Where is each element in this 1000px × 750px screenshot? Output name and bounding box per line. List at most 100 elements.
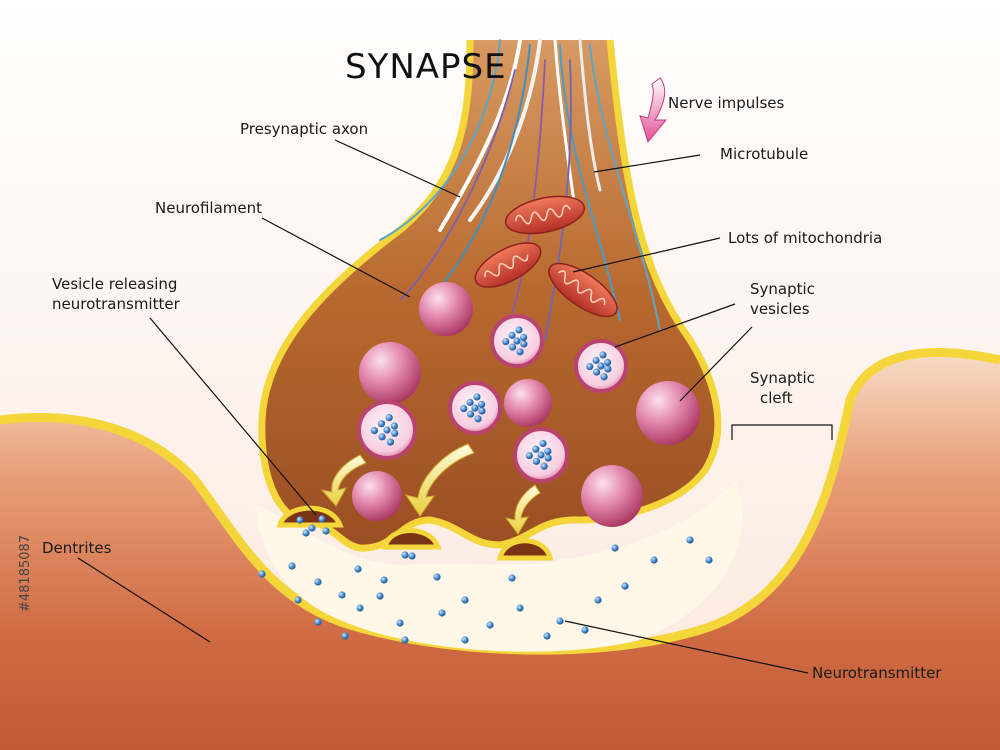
neurotransmitter-molecule [308, 524, 316, 532]
neurotransmitter-molecule [705, 556, 713, 564]
neurotransmitter-molecule [502, 337, 510, 346]
label-vesicle-releasing-line1: Vesicle releasing [52, 275, 177, 293]
cleft-neurotransmitters [258, 515, 713, 644]
neurotransmitter-molecule [391, 429, 399, 437]
neurotransmitter-molecule [477, 400, 486, 409]
neurotransmitter-molecule [318, 515, 326, 523]
label-dentrites: Dentrites [42, 539, 112, 557]
neurotransmitter-molecule [390, 422, 398, 430]
label-nerve-impulses: Nerve impulses [668, 94, 785, 112]
neurotransmitter-molecule [520, 340, 528, 348]
neurotransmitter-molecule [377, 420, 386, 428]
neurotransmitter-molecule [599, 351, 607, 359]
neurotransmitter-molecule [461, 596, 469, 604]
label-mitochondria: Lots of mitochondria [728, 229, 882, 247]
neurotransmitter-molecule [338, 591, 346, 599]
neurotransmitter-molecule [354, 565, 362, 573]
label-synaptic-cleft-line2: cleft [760, 389, 793, 407]
neurotransmitter-molecule [532, 457, 541, 465]
neurotransmitter-molecule [515, 326, 523, 334]
neurotransmitter-molecule [433, 573, 441, 581]
neurotransmitter-molecule [376, 592, 384, 600]
neurotransmitter-molecule [341, 632, 349, 640]
vesicle-with-neurotransmitter [448, 381, 502, 435]
label-neurofilament: Neurofilament [155, 199, 262, 217]
neurotransmitter-molecule [474, 415, 482, 423]
neurotransmitter-molecule [294, 596, 302, 604]
neurotransmitter-molecule [593, 368, 601, 376]
neurotransmitter-filled-vesicles [357, 314, 628, 483]
vesicle-with-neurotransmitter [513, 427, 569, 483]
neurotransmitter-molecule [513, 337, 521, 345]
solid-vesicles [352, 282, 700, 527]
vesicle [419, 282, 473, 336]
down-arrow-icon [639, 77, 668, 144]
neurotransmitter-molecule [486, 621, 494, 629]
neurotransmitter-molecule [603, 358, 612, 367]
neurotransmitter-molecule [544, 447, 552, 455]
vesicle-with-neurotransmitter [357, 400, 417, 460]
diagram-title: SYNAPSE [345, 47, 507, 87]
neurotransmitter-molecule [519, 333, 528, 342]
vesicle-with-neurotransmitter [574, 339, 628, 393]
curved-arrow-icon [404, 443, 475, 517]
axon-membrane [258, 39, 722, 552]
postsynaptic-dendrite [0, 352, 1000, 750]
neurotransmitter-molecule [438, 609, 446, 617]
neurotransmitter-molecule [592, 356, 600, 364]
neurotransmitter-molecule [370, 427, 379, 435]
neurotransmitter-molecule [385, 413, 393, 422]
neurotransmitter-molecule [383, 426, 391, 434]
neurotransmitter-molecule [356, 604, 364, 612]
neurotransmitter-molecule [322, 527, 330, 535]
neurotransmitter-molecule [288, 562, 296, 570]
neurotransmitter-molecule [296, 516, 304, 524]
vesicle [504, 379, 552, 427]
neurotransmitter-molecule [473, 393, 481, 401]
neurotransmitter-molecule [543, 632, 551, 640]
neurotransmitter-molecule [581, 626, 589, 634]
neurotransmitter-molecule [539, 439, 547, 448]
neurotransmitter-molecule [686, 536, 694, 544]
neurotransmitter-molecule [508, 331, 516, 339]
neurotransmitter-molecule [380, 576, 388, 584]
neurotransmitter-molecule [378, 433, 386, 441]
neurotransmitter-molecule [467, 410, 475, 418]
neurotransmitter-molecule [604, 365, 612, 373]
vesicle [581, 465, 643, 527]
neurotransmitter-molecule [586, 362, 594, 371]
stock-id: #48185087 [18, 535, 33, 612]
curved-arrow-icon [504, 484, 541, 535]
vesicle-with-neurotransmitter [490, 314, 544, 368]
neurotransmitter-molecule [556, 617, 564, 625]
neurotransmitter-molecule [650, 556, 658, 564]
mitochondria [474, 195, 618, 318]
vesicle [359, 342, 421, 404]
synaptic-cleft-space [255, 480, 743, 652]
neurotransmitter-molecule [509, 343, 517, 351]
release-arrows [320, 443, 541, 535]
neurotransmitter-molecule [408, 552, 416, 560]
neurotransmitter-molecule [314, 578, 322, 586]
neurotransmitter-molecule [516, 348, 524, 356]
neurotransmitter-molecule [516, 604, 524, 612]
neurotransmitter-molecule [396, 619, 404, 627]
neurotransmitter-molecule [401, 636, 409, 644]
neurotransmitter-molecule [532, 445, 540, 453]
neurotransmitter-molecule [386, 438, 394, 446]
leader-lines [77, 139, 833, 674]
neurotransmitter-molecule [314, 618, 322, 626]
neurotransmitter-molecule [611, 544, 619, 552]
neurotransmitter-molecule [401, 551, 409, 559]
mitochondrion [504, 195, 586, 235]
neurotransmitter-molecule [460, 404, 468, 413]
neurotransmitter-molecule [525, 451, 533, 460]
mitochondrion [474, 242, 542, 288]
neurotransmitter-molecule [478, 407, 486, 415]
neurotransmitter-molecule [466, 398, 474, 406]
label-synaptic-vesicles-line2: vesicles [750, 300, 810, 318]
release-pockets [276, 505, 554, 561]
vesicle [352, 471, 402, 521]
label-synaptic-cleft-line1: Synaptic [750, 369, 815, 387]
